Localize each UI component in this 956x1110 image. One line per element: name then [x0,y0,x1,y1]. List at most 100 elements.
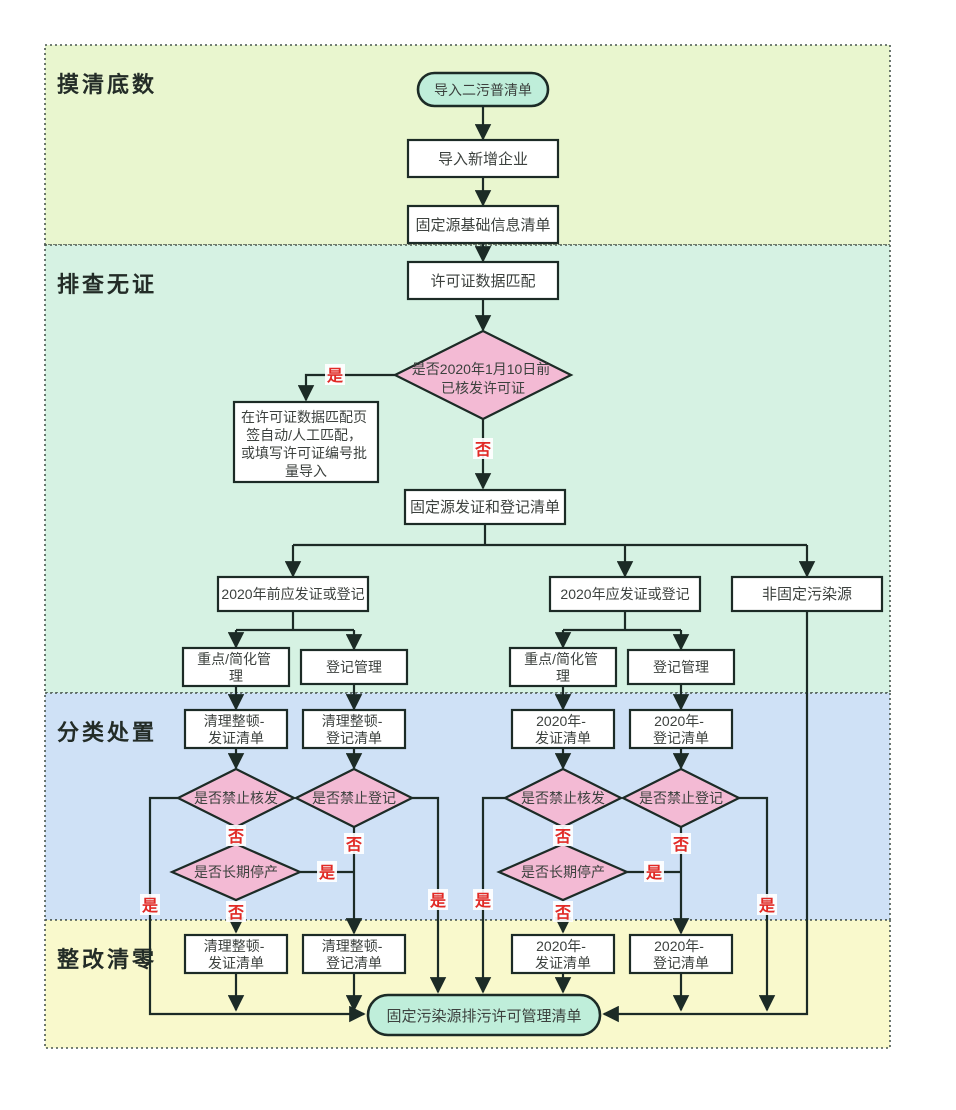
label-bg [757,894,777,915]
decision-line-2: 已核发许可证 [441,380,525,396]
label-no-ban-issue-right: 否 [553,825,573,846]
label-bg [428,889,448,910]
node-cleanup-issue-list-label: 清理整顿- 发证清单 [204,713,269,746]
node-end-label: 固定污染源排污许可管理清单 [386,1008,581,1025]
b3a-line-2: 发证清单 [208,730,264,746]
label-bg [553,901,573,922]
node-key-simplified-mid [508,646,618,688]
manual-line-2: 签自动/人工匹配， [246,427,362,443]
node-ban-issue-right-label: 是否禁止核发 [521,790,605,806]
b3a-line-1: 清理整顿- [204,713,265,729]
node-non-fixed-label: 非固定污染源 [762,586,852,603]
node-pre-2020-label: 2020年前应发证或登记 [221,586,364,602]
node-key-simplified-mid-label: 重点/简化管 理 [524,651,602,684]
label-no-text: 否 [227,828,244,846]
node-start [416,71,550,108]
label-no-text: 否 [554,904,571,922]
node-cleanup-issue-list [183,708,289,750]
label-yes-shutdown-right: 是 [644,861,664,882]
b3c-line-2: 发证清单 [535,730,591,746]
label-yes-text: 是 [758,897,775,915]
node-2020-issue-list-2-label: 2020年- 发证清单 [535,938,591,971]
node-reg-mgmt-mid-label: 登记管理 [653,659,709,675]
label-no-ban-reg-right: 否 [671,833,691,854]
label-no-text: 否 [672,836,689,854]
node-key-simplified-left-label: 重点/简化管 理 [197,651,275,684]
node-in-2020-label: 2020年应发证或登记 [560,586,689,602]
label-no-text: 否 [474,441,491,459]
node-long-shutdown-right-label: 是否长期停产 [521,864,605,880]
node-2020-issue-list-2 [510,933,616,975]
node-ban-reg-left [293,767,415,829]
label-bg [325,364,345,385]
node-cleanup-reg-list [301,708,407,750]
band-classify [44,692,891,921]
node-issue-reg-list [403,488,567,526]
b4c-line-1: 2020年- [536,938,586,954]
edge-nonfixed-to-end [602,611,809,1023]
node-decision-issued-before-label: 是否2020年1月10日前 已核发许可证 [412,361,554,396]
node-ban-reg-left-label: 是否禁止登记 [312,790,396,806]
label-no-shutdown-right: 否 [553,901,573,922]
band-title-rectify: 整改清零 [57,947,157,972]
node-base-info-label: 固定源基础信息清单 [415,217,550,234]
node-2020-reg-list-label: 2020年- 登记清单 [653,713,709,746]
node-ban-issue-left-label: 是否禁止核发 [194,790,278,806]
label-bg [140,894,160,915]
node-ban-reg-right-label: 是否禁止登记 [639,790,723,806]
label-no-ban-reg-left: 否 [344,833,364,854]
node-reg-mgmt-left [299,648,409,686]
node-long-shutdown-left [169,842,303,902]
label-no-text: 否 [345,836,362,854]
label-yes-shutdown-left: 是 [317,861,337,882]
label-bg [473,889,493,910]
flow-nodes: 导入二污普清单 导入新增企业 固定源基础信息清单 许可证数据匹配 是否2020年… [169,71,884,1037]
edge-pre2020-split [236,611,354,632]
node-non-fixed [730,575,884,613]
label-yes-ban-reg-right: 是 [757,894,777,915]
manual-line-1: 在许可证数据匹配页 [241,409,367,425]
node-2020-issue-list [510,708,616,750]
node-import-new-label: 导入新增企业 [438,150,528,168]
node-base-info [406,204,560,245]
edge-banreg-yes-right-to-collector [739,796,776,1012]
label-yes-text: 是 [429,892,446,910]
node-import-new [406,138,560,179]
label-yes-text: 是 [645,864,662,882]
label-bg [344,833,364,854]
node-decision-issued-before [392,329,574,421]
band-screen [44,244,891,694]
label-yes-text: 是 [318,864,335,882]
node-cleanup-reg-list-label: 清理整顿- 登记清单 [322,713,387,746]
b4b-line-1: 清理整顿- [322,938,383,954]
node-manual-match [232,400,380,484]
node-2020-reg-list-2 [628,933,734,975]
b4a-line-1: 清理整顿- [204,938,265,954]
node-reg-mgmt-left-label: 登记管理 [326,659,382,675]
node-ban-reg-right [620,767,742,829]
label-no-decision: 否 [473,438,493,459]
label-bg [473,438,493,459]
band-title-screen: 排查无证 [57,272,157,297]
label-no-text: 否 [554,828,571,846]
b3d-line-2: 登记清单 [653,730,709,746]
manual-line-4: 量导入 [285,463,327,479]
b3c-line-1: 2020年- [536,713,586,729]
label-yes-ban-issue-left: 是 [140,894,160,915]
edge-decision-yes-to-manual [297,373,395,402]
b4a-line-2: 发证清单 [208,955,264,971]
keysimp-mid-line-2: 理 [556,668,570,684]
manual-line-3: 或填写许可证编号批 [241,445,367,461]
node-long-shutdown-right [496,842,630,902]
node-key-simplified-left [181,646,291,688]
label-no-ban-issue-left: 否 [226,825,246,846]
node-license-match-label: 许可证数据匹配 [430,273,535,290]
label-no-text: 否 [227,904,244,922]
band-title-survey: 摸清底数 [57,72,157,97]
label-yes-text: 是 [141,897,158,915]
label-yes-ban-issue-right: 是 [473,889,493,910]
node-end [366,993,602,1037]
b3d-line-1: 2020年- [654,713,704,729]
b3b-line-2: 登记清单 [326,730,382,746]
